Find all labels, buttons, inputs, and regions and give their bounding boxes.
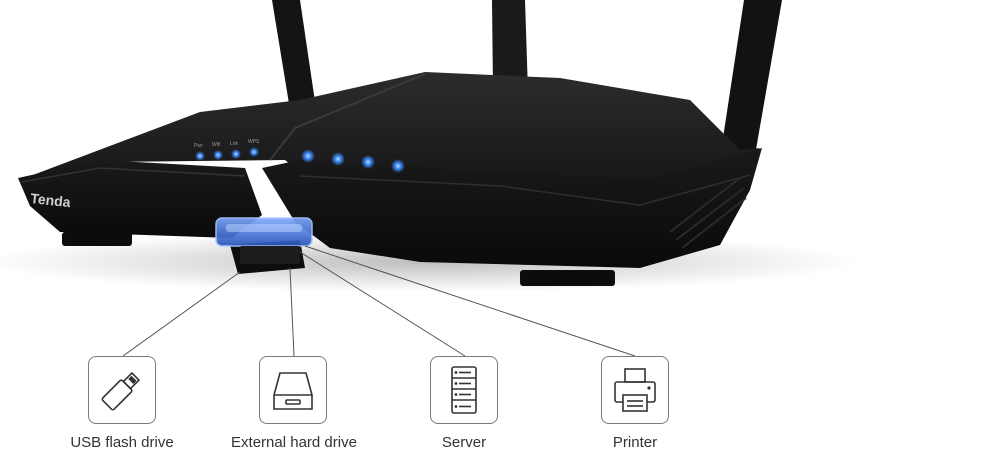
led-power: [195, 151, 205, 161]
connector-line-hdd: [289, 267, 295, 357]
server-icon: [451, 366, 477, 414]
router-left-wing: [18, 160, 262, 238]
router-left-edge: [21, 167, 246, 183]
led-label: Lnk: [230, 141, 239, 147]
side-vent: [669, 177, 747, 249]
led-wifi: [213, 150, 223, 160]
led-label: WPS: [248, 139, 260, 145]
printer-icon: [614, 368, 656, 412]
device-label-hdd: External hard drive: [231, 434, 357, 451]
led-label: Wifi: [212, 142, 220, 148]
led-port-1: [301, 149, 315, 163]
router-front-edge: [299, 174, 751, 206]
connector-line-usb: [122, 271, 241, 357]
device-label-server: Server: [441, 434, 487, 451]
usb-flash-drive-plugged: [215, 217, 313, 264]
router-top: [25, 72, 760, 210]
led-link: [231, 149, 241, 159]
external-hard-drive-tile: [259, 356, 327, 424]
antenna-left: [272, 0, 318, 122]
led-label: Pwr: [194, 143, 203, 149]
device-label-usb: USB flash drive: [70, 434, 174, 451]
device-label-printer: Printer: [612, 434, 658, 451]
led-port-3: [361, 155, 375, 169]
usb-flash-drive-tile: [88, 356, 156, 424]
connector-line-server: [299, 251, 466, 357]
led-port-2: [331, 152, 345, 166]
led-port-4: [391, 159, 405, 173]
router-ridge: [269, 73, 426, 161]
led-group-right: [301, 149, 405, 173]
brand-logo: Tenda: [30, 190, 72, 210]
connector-line-printer: [304, 245, 636, 357]
usb-flash-drive-icon: [101, 371, 141, 411]
server-tile: [430, 356, 498, 424]
external-hard-drive-icon: [273, 372, 313, 410]
antenna-middle: [492, 0, 528, 92]
antenna-right: [716, 0, 782, 184]
connector-lines: [122, 245, 636, 357]
printer-tile: [601, 356, 669, 424]
led-wps: [249, 147, 259, 157]
led-group-left: [195, 147, 259, 161]
foot-right: [520, 270, 615, 286]
router-right-body: [262, 148, 762, 268]
foot-left: [62, 232, 132, 246]
